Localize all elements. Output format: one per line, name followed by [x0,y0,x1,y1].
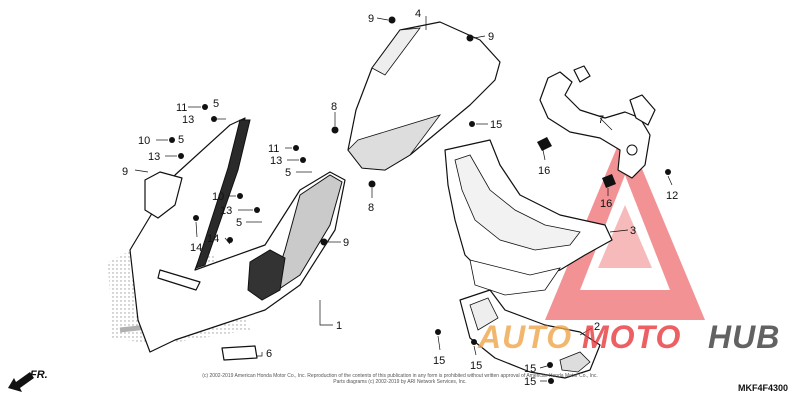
callout-9: 9 [488,31,494,43]
leader-lines [134,16,673,382]
callout-1: 1 [336,320,342,332]
callout-6: 6 [266,348,272,360]
direction-label: FR. [30,369,48,381]
callout-15: 15 [470,360,482,372]
inner-cowl-part-3 [444,139,613,296]
callout-9: 9 [343,237,349,249]
callout-15: 15 [433,355,445,367]
callout-16: 16 [538,165,550,177]
callout-10: 10 [138,135,150,147]
callout-15: 15 [524,363,536,375]
copyright-line-1: (c) 2002-2019 American Honda Motor Co., … [202,373,597,379]
upper-cowl-part-1 [129,117,346,353]
diagram-code: MKF4F4300 [738,383,788,393]
callout-8: 8 [368,202,374,214]
callout-13: 13 [220,205,232,217]
callout-14: 14 [207,233,219,245]
callout-13: 13 [270,155,282,167]
callout-11: 11 [268,143,279,155]
callout-12: 12 [666,190,678,202]
fasteners [169,16,671,384]
callout-3: 3 [630,225,636,237]
watermark-auto: AUTO [477,319,572,355]
callout-9: 9 [368,13,374,25]
watermark-text: AUTO MOTO HUB [477,319,780,355]
callout-5: 5 [213,98,219,110]
watermark-moto: MOTO [582,319,681,355]
callout-14: 14 [190,242,202,254]
lower-panel-part-2 [459,289,601,379]
callout-15: 15 [490,119,502,131]
watermark-hub: HUB [708,319,780,355]
callout-16: 16 [600,198,612,210]
callout-8: 8 [331,101,337,113]
strip-part-6 [221,345,258,361]
callout-4: 4 [415,8,421,20]
callout-11: 11 [176,102,187,114]
callout-15: 15 [524,376,536,388]
callout-5: 5 [285,167,291,179]
front-arrow-icon [8,372,34,392]
callout-7: 7 [598,114,604,126]
callout-10: 10 [212,191,224,203]
copyright-line-2: Parts diagrams (c) 2002-2019 by ARI Netw… [333,379,466,385]
callout-labels: 4 9 9 8 8 11 5 13 10 5 13 9 11 13 5 10 1… [122,8,678,388]
stay-bracket-part-7 [539,65,656,179]
callout-2: 2 [594,321,600,333]
callout-13: 13 [182,114,194,126]
callout-9: 9 [122,166,128,178]
callout-13: 13 [148,151,160,163]
windscreen-part-4 [347,21,501,171]
callout-5: 5 [178,134,184,146]
watermark-logo [545,128,705,320]
front-direction-indicator: FR. [8,369,48,392]
callout-5: 5 [236,217,242,229]
